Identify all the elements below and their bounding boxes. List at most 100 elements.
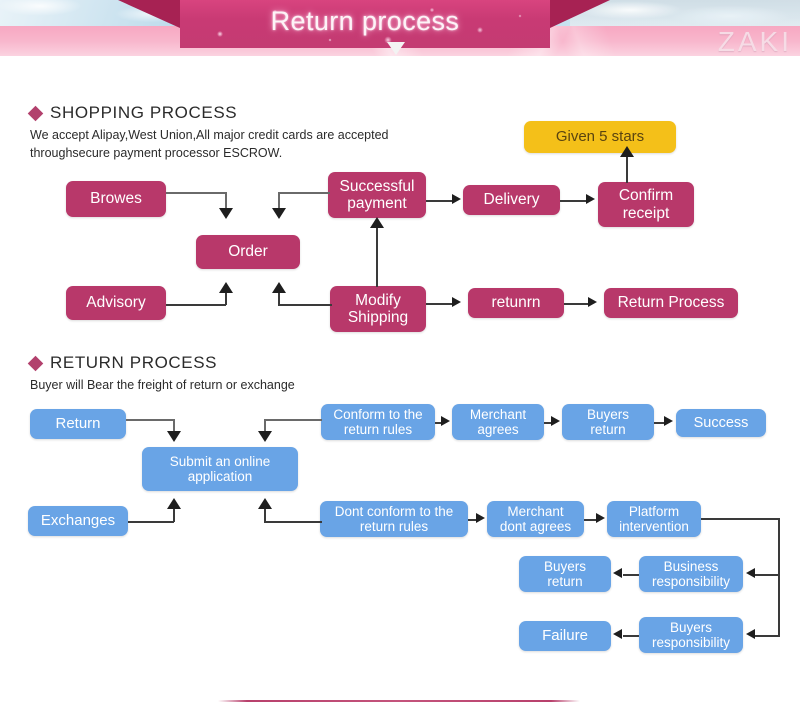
connector-business-to-buyers-return: [623, 574, 639, 576]
node-return[interactable]: Return: [30, 409, 126, 439]
node-buyers-responsibility[interactable]: Buyers responsibility: [639, 617, 743, 653]
arrow-payment-to-order: [272, 208, 286, 219]
arrow-conform-to-merchant: [441, 416, 450, 426]
connector-conform-v: [264, 419, 266, 433]
connector-modify-left-h: [278, 304, 332, 306]
diamond-icon: [27, 355, 44, 371]
connector-to-buyers-responsibility: [754, 635, 780, 637]
node-submit-line-1: Submit an online: [169, 453, 271, 469]
node-buyers-return-top-line-2: return: [590, 422, 626, 437]
node-business-responsibility-line-2: responsibility: [651, 574, 731, 589]
connector-advisory-v: [225, 292, 227, 305]
arrow-payment-to-delivery: [452, 194, 461, 204]
diamond-icon: [27, 105, 44, 121]
node-modify-shipping-line-2: Shipping: [347, 309, 409, 326]
arrow-modify-up: [272, 282, 286, 293]
connector-conform-h: [264, 419, 322, 421]
connector-merchant-to-buyers: [544, 422, 553, 424]
connector-modify-left-v: [278, 292, 280, 305]
arrow-delivery-to-confirm: [586, 194, 595, 204]
arrow-buyers-to-success: [664, 416, 673, 426]
arrow-return-to-submit: [167, 431, 181, 442]
node-submit-line-2: application: [187, 469, 253, 484]
node-confirm-receipt[interactable]: Confirm receipt: [598, 182, 694, 227]
connector-dont-conform-v: [264, 508, 266, 522]
node-buyers-responsibility-line-1: Buyers: [669, 619, 713, 635]
arrow-exchanges-up: [167, 498, 181, 509]
footer-divider: [218, 700, 580, 702]
return-process-description: Buyer will Bear the freight of return or…: [30, 378, 295, 392]
return-process-heading: RETURN PROCESS: [27, 353, 295, 373]
node-browes[interactable]: Browes: [66, 181, 166, 217]
node-conform-to-return-rules[interactable]: Conform to the return rules: [321, 404, 435, 440]
connector-return-v: [173, 419, 175, 433]
node-confirm-receipt-line-1: Confirm: [618, 187, 674, 205]
node-successful-payment[interactable]: Successful payment: [328, 172, 426, 218]
arrow-buyers-responsibility-to-failure: [613, 629, 622, 639]
shopping-description-line-1: We accept Alipay,West Union,All major cr…: [30, 128, 389, 142]
node-platform-intervention-line-1: Platform: [628, 503, 680, 519]
node-conform-line-1: Conform to the: [333, 406, 423, 422]
arrow-retunrn-to-return-process: [588, 297, 597, 307]
connector-browes-order-h: [166, 192, 226, 194]
node-exchanges[interactable]: Exchanges: [28, 506, 128, 536]
node-dont-conform-to-return-rules[interactable]: Dont conform to the return rules: [320, 501, 468, 537]
arrow-business-to-buyers-return: [613, 568, 622, 578]
page-title: Return process: [270, 6, 460, 36]
node-successful-payment-line-1: Successful: [339, 177, 415, 195]
node-delivery[interactable]: Delivery: [463, 185, 560, 215]
node-submit-online-application[interactable]: Submit an online application: [142, 447, 298, 491]
connector-buyers-responsibility-to-failure: [623, 635, 639, 637]
connector-delivery-to-confirm: [560, 200, 588, 202]
connector-exchanges-h: [128, 521, 174, 523]
arrow-modify-to-payment: [370, 217, 384, 228]
node-merchant-dont-agrees-line-2: dont agrees: [499, 519, 572, 534]
connector-dont-conform-to-merchant: [468, 519, 478, 521]
node-return-process[interactable]: Return Process: [604, 288, 738, 318]
arrow-browes-to-order: [219, 208, 233, 219]
node-buyers-return-bottom-line-1: Buyers: [543, 558, 587, 574]
node-buyers-responsibility-line-2: responsibility: [651, 635, 731, 650]
node-failure[interactable]: Failure: [519, 621, 611, 651]
connector-payment-order-v: [278, 192, 280, 210]
arrow-conform-to-submit: [258, 431, 272, 442]
node-business-responsibility-line-1: Business: [663, 558, 719, 574]
connector-buyers-to-success: [654, 422, 666, 424]
node-retunrn[interactable]: retunrn: [468, 288, 564, 318]
node-success[interactable]: Success: [676, 409, 766, 437]
node-modify-shipping-line-1: Modify: [355, 291, 401, 309]
node-buyers-return-bottom[interactable]: Buyers return: [519, 556, 611, 592]
connector-retunrn-to-return-process: [564, 303, 590, 305]
node-modify-shipping[interactable]: Modify Shipping: [330, 286, 426, 332]
banner-ribbon-right-wing: [550, 0, 610, 28]
shopping-process-header: SHOPPING PROCESS We accept Alipay,West U…: [27, 103, 389, 162]
arrow-merchant-to-buyers: [551, 416, 560, 426]
connector-platform-out-h: [701, 518, 780, 520]
node-merchant-agrees[interactable]: Merchant agrees: [452, 404, 544, 440]
node-business-responsibility[interactable]: Business responsibility: [639, 556, 743, 592]
connector-conform-to-merchant: [435, 422, 443, 424]
arrow-confirm-to-stars: [620, 146, 634, 157]
node-advisory[interactable]: Advisory: [66, 286, 166, 320]
node-merchant-dont-agrees[interactable]: Merchant dont agrees: [487, 501, 584, 537]
node-platform-intervention[interactable]: Platform intervention: [607, 501, 701, 537]
node-buyers-return-bottom-line-2: return: [547, 574, 583, 589]
node-merchant-agrees-line-1: Merchant: [469, 406, 527, 422]
node-order[interactable]: Order: [196, 235, 300, 269]
arrow-to-buyers-responsibility: [746, 629, 755, 639]
connector-advisory-h: [166, 304, 226, 306]
node-dont-conform-line-2: return rules: [359, 519, 429, 534]
return-process-header: RETURN PROCESS Buyer will Bear the freig…: [27, 353, 295, 394]
shopping-description-line-2: throughsecure payment processor ESCROW.: [30, 146, 283, 161]
arrow-modify-to-retunrn: [452, 297, 461, 307]
node-dont-conform-line-1: Dont conform to the: [334, 503, 454, 519]
node-buyers-return-top[interactable]: Buyers return: [562, 404, 654, 440]
node-given-5-stars[interactable]: Given 5 stars: [524, 121, 676, 153]
banner-ribbon-left-wing: [118, 0, 180, 28]
arrow-advisory-up: [219, 282, 233, 293]
connector-modify-to-payment: [376, 227, 378, 287]
connector-dont-conform-h: [264, 521, 322, 523]
shopping-process-description: We accept Alipay,West Union,All major cr…: [30, 126, 389, 162]
connector-to-business-responsibility: [754, 574, 780, 576]
shopping-process-heading-label: SHOPPING PROCESS: [50, 103, 238, 122]
